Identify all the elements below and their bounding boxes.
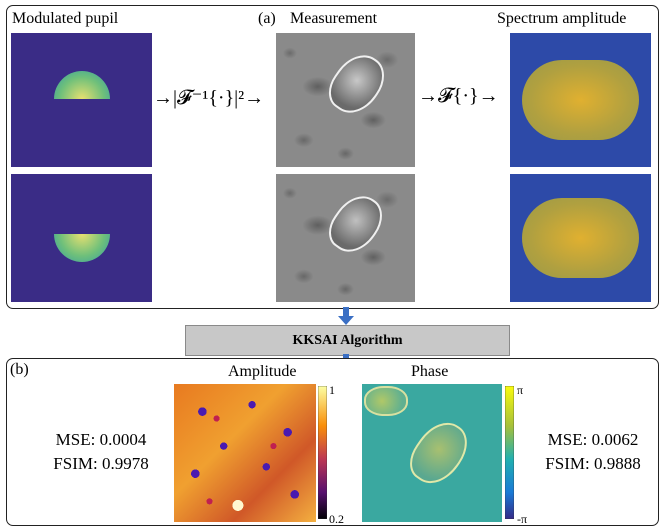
measurement-image-top bbox=[276, 33, 415, 167]
right-mse: MSE: 0.0062 bbox=[547, 430, 639, 449]
kksai-algorithm-box: KKSAI Algorithm bbox=[185, 325, 510, 356]
amplitude-colorbar bbox=[318, 386, 327, 519]
amplitude-colorbar-max: 1 bbox=[329, 383, 335, 397]
left-metrics: MSE: 0.0004 FSIM: 0.9978 bbox=[36, 428, 166, 476]
left-mse: MSE: 0.0004 bbox=[55, 430, 147, 449]
phase-title: Phase bbox=[411, 363, 449, 380]
spectrum-stadium-top bbox=[522, 60, 639, 140]
inverse-fourier-operator: →|𝓕⁻¹{·}|²→ bbox=[153, 87, 265, 109]
down-arrow-icon bbox=[338, 307, 354, 325]
right-fsim: FSIM: 0.9888 bbox=[545, 454, 641, 473]
title-modulated-pupil: Modulated pupil bbox=[12, 10, 119, 27]
phase-colorbar-max: π bbox=[517, 383, 524, 397]
amplitude-colorbar-min: 0.2 bbox=[329, 512, 344, 526]
spectrum-stadium-bottom bbox=[522, 198, 639, 278]
title-spectrum-amplitude: Spectrum amplitude bbox=[497, 10, 627, 27]
title-measurement: Measurement bbox=[290, 10, 378, 27]
panel-b bbox=[6, 358, 659, 526]
left-fsim: FSIM: 0.9978 bbox=[53, 454, 149, 473]
phase-cell-main bbox=[401, 412, 477, 494]
spectrum-image-bottom bbox=[510, 174, 651, 302]
measurement-image-bottom bbox=[276, 174, 415, 302]
panel-a-label: (a) bbox=[258, 10, 276, 27]
panel-b-label: (b) bbox=[10, 361, 29, 378]
cell-top bbox=[320, 45, 394, 123]
fourier-operator: →𝓕{·}→ bbox=[418, 85, 499, 107]
cell-bottom bbox=[320, 186, 392, 262]
pupil-half-disc-bottom bbox=[54, 234, 110, 262]
phase-colorbar bbox=[505, 386, 514, 519]
amplitude-image bbox=[174, 384, 316, 522]
pupil-image-bottom bbox=[11, 174, 152, 302]
right-metrics: MSE: 0.0062 FSIM: 0.9888 bbox=[528, 428, 658, 476]
spectrum-image-top bbox=[510, 33, 651, 167]
phase-cell-top bbox=[364, 386, 408, 416]
pupil-image-top bbox=[11, 33, 152, 167]
amplitude-title: Amplitude bbox=[228, 363, 297, 380]
phase-image bbox=[362, 384, 502, 522]
phase-colorbar-min: -π bbox=[517, 512, 528, 526]
pupil-half-disc-top bbox=[54, 71, 110, 99]
